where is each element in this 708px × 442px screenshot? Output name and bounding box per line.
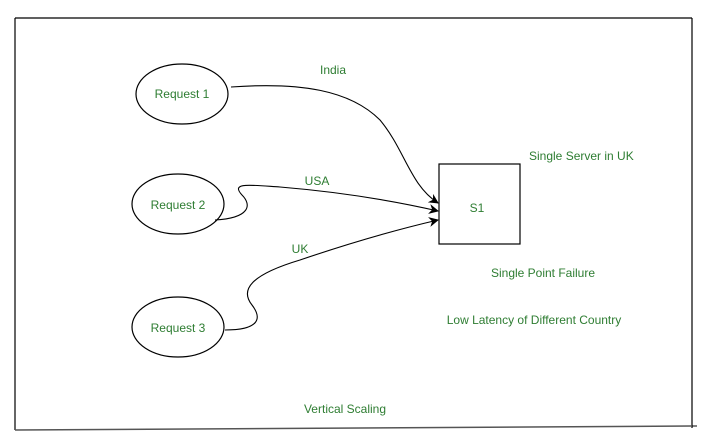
edge-line <box>224 217 439 331</box>
request-label: Request 1 <box>155 87 210 101</box>
server-node-s1[interactable]: S1 <box>438 163 521 245</box>
edge-label: UK <box>292 242 309 256</box>
note-single-point-failure: Single Point Failure <box>491 266 595 280</box>
edge-label: India <box>320 63 346 77</box>
diagram-frame <box>14 17 697 431</box>
edge-label: USA <box>305 174 330 188</box>
request-node-3[interactable]: Request 3 <box>131 296 225 358</box>
edge-request1-to-s1[interactable]: India <box>230 63 439 204</box>
server-box <box>438 163 521 245</box>
server-label: S1 <box>470 201 485 215</box>
edge-request3-to-s1[interactable]: UK <box>224 217 439 331</box>
edge-request2-to-s1[interactable]: USA <box>214 174 439 221</box>
request-label: Request 2 <box>151 198 206 212</box>
request-node-2[interactable]: Request 2 <box>131 173 225 235</box>
diagram-title: Vertical Scaling <box>304 402 386 416</box>
request-ellipse <box>135 63 229 125</box>
edge-line <box>230 85 439 204</box>
edge-line <box>214 184 439 221</box>
request-ellipse <box>131 296 225 358</box>
server-caption: Single Server in UK <box>529 149 634 163</box>
note-low-latency: Low Latency of Different Country <box>447 313 622 327</box>
request-label: Request 3 <box>151 321 206 335</box>
request-node-1[interactable]: Request 1 <box>135 63 229 125</box>
request-ellipse <box>131 173 225 235</box>
